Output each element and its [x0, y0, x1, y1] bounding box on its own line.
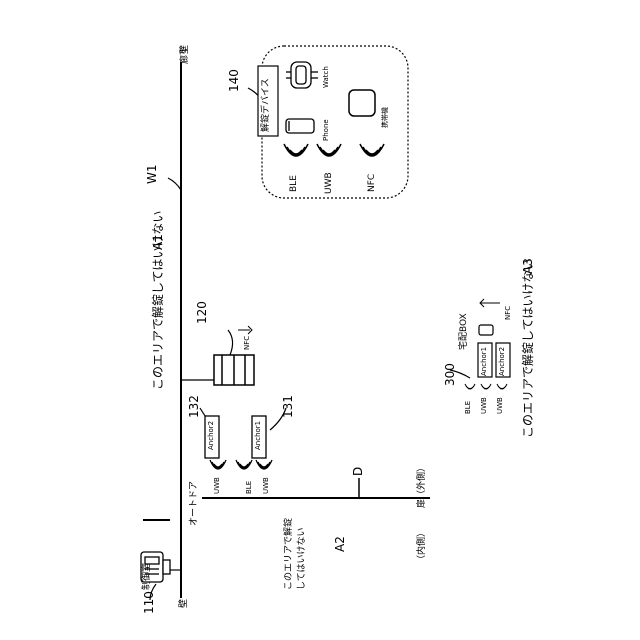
- mobile-device-label: 携帯機: [382, 107, 389, 128]
- phone-label: Phone: [323, 119, 330, 141]
- wall-top-label: 壁: [181, 45, 190, 54]
- a2-text-line1: このエリアで解錠: [285, 518, 294, 590]
- ble-small-label: BLE: [465, 401, 472, 414]
- n132-label: 132: [188, 395, 200, 418]
- ble-small-2: BLE: [246, 481, 253, 494]
- nfc-small-label: NFC: [505, 306, 512, 320]
- a2-text-line2: してはいけない: [298, 527, 307, 590]
- ble-label: BLE: [290, 175, 299, 192]
- n120-label: 120: [196, 301, 208, 324]
- w1-label: W1: [146, 165, 158, 185]
- no-unlock-area-1-label: このエリアで解錠してはいけない: [152, 211, 164, 390]
- anchor2-label: Anchor2: [208, 421, 215, 450]
- n131-label: 131: [282, 395, 294, 418]
- uwb-small-2: UWB: [481, 397, 488, 414]
- n140-label: 140: [228, 69, 240, 92]
- unlock-device-label: 解錠デバイス: [262, 78, 271, 132]
- wall-bottom-label: 壁: [180, 599, 189, 608]
- nfc-label: NFC: [368, 174, 377, 192]
- uwb-small-1: UWB: [214, 477, 221, 494]
- inner-side-label: （内側）: [418, 528, 427, 564]
- n300-label: 300: [444, 363, 456, 386]
- no-unlock-area-3-label: このエリアで解錠してはいけない: [522, 259, 534, 438]
- anchor1-b-label: Anchor1: [481, 347, 488, 376]
- delivery-box-label: 宅配BOX: [460, 313, 469, 350]
- a3-label: A3: [522, 258, 534, 274]
- door-label: 扉（外側）: [418, 463, 427, 508]
- nfc-arrow-label: NFC: [244, 336, 251, 350]
- auto-door-label: オートドア: [190, 481, 199, 526]
- uwb-small-4: UWB: [263, 477, 270, 494]
- anchor2-b-label: Anchor2: [499, 347, 506, 376]
- d-label: D: [352, 467, 364, 476]
- uwb-label: UWB: [325, 172, 334, 194]
- control-room-label: 制御室: [143, 563, 152, 590]
- anchor1-label: Anchor1: [255, 421, 262, 450]
- n110-label: 110: [143, 591, 155, 614]
- watch-label: Watch: [323, 66, 330, 88]
- a2-label: A2: [334, 536, 346, 552]
- uwb-small-3: UWB: [497, 397, 504, 414]
